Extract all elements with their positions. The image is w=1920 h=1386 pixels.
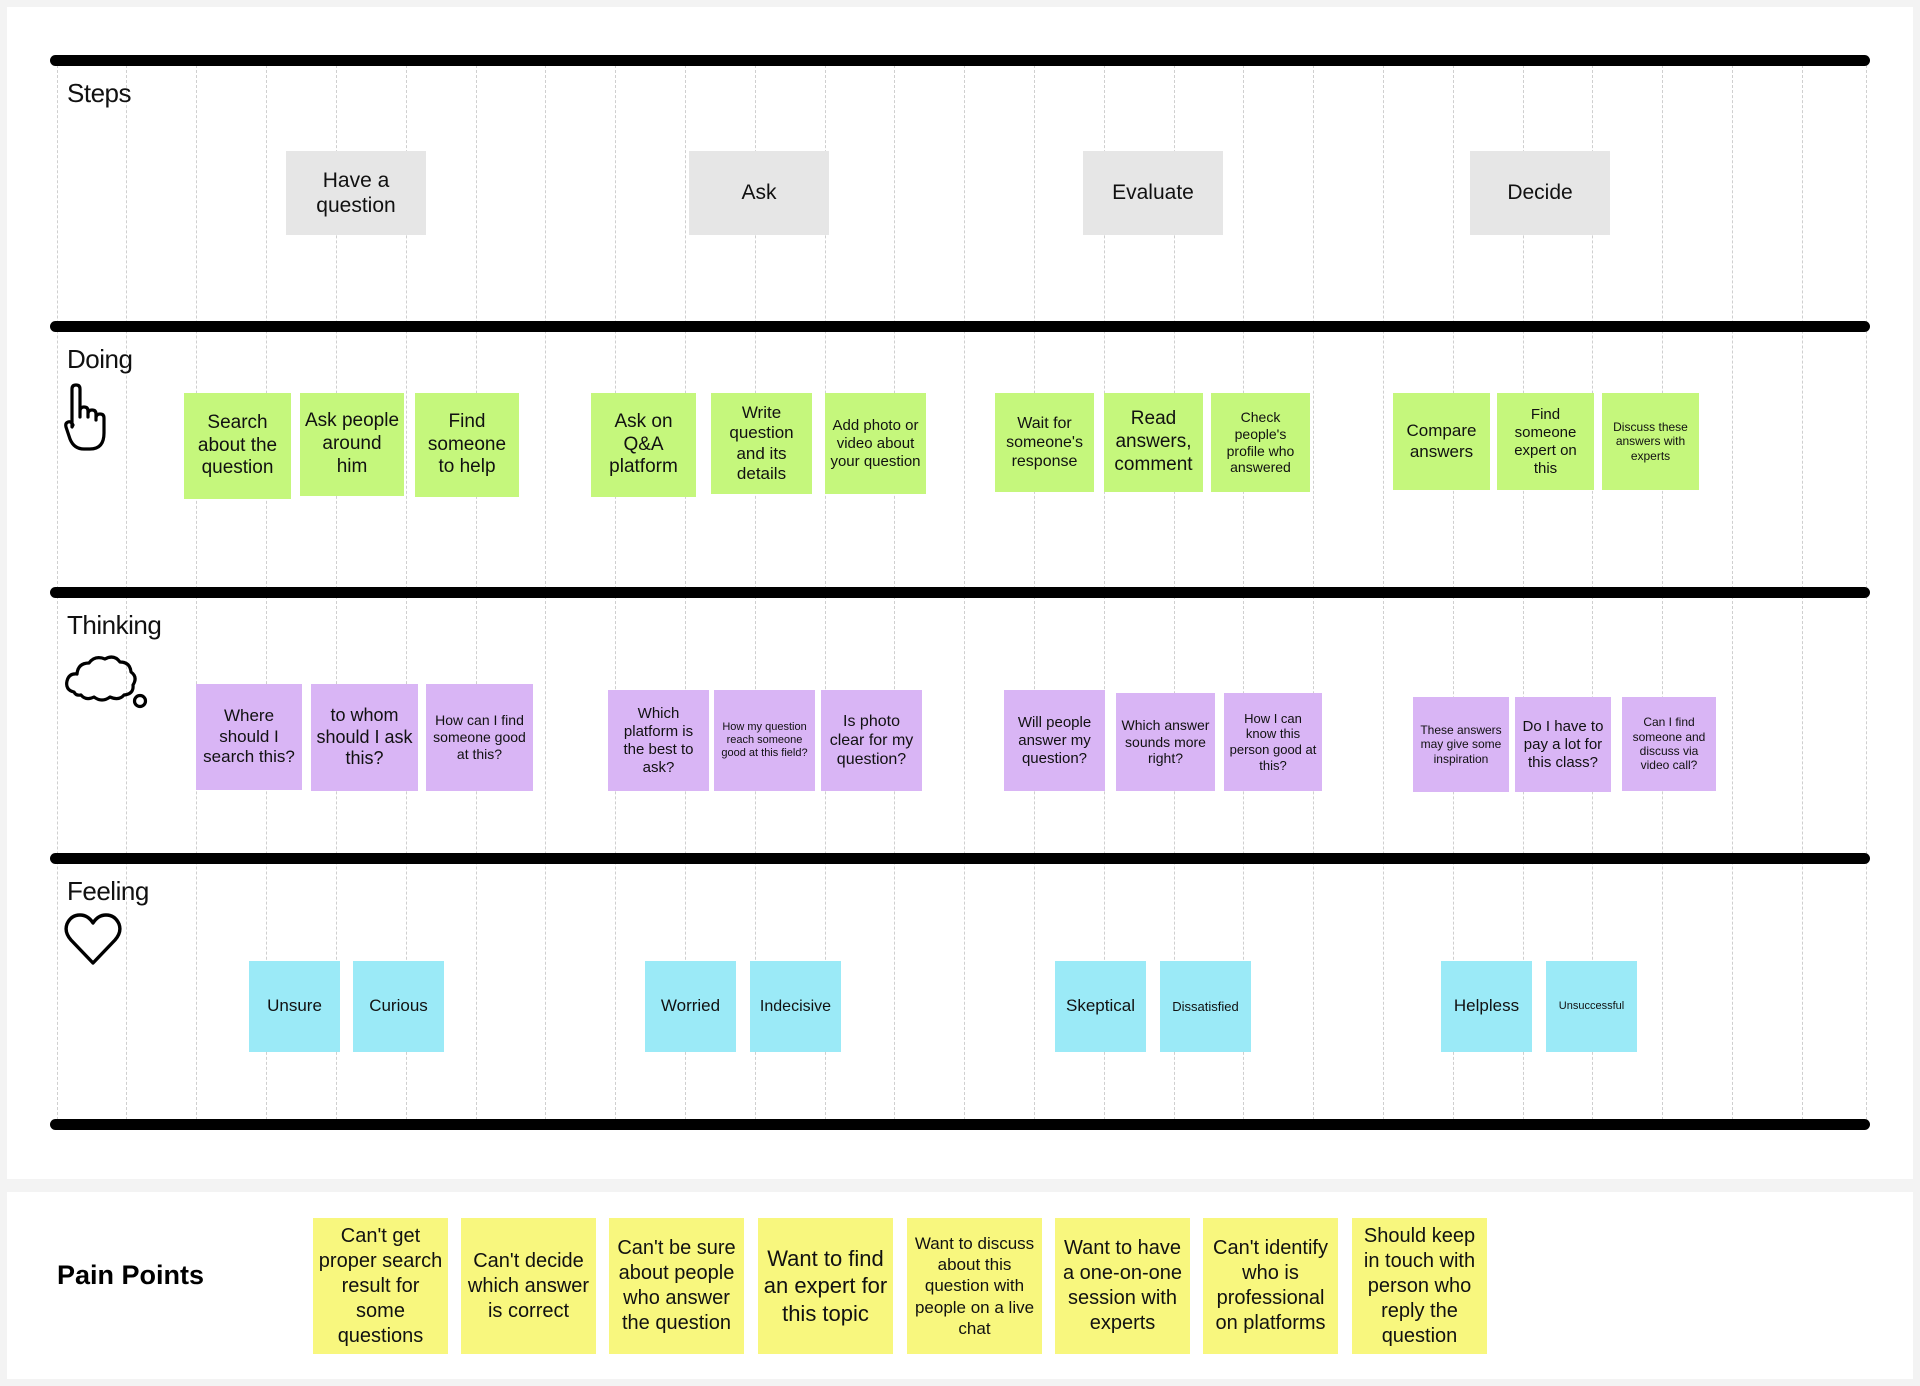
doing-note: Read answers, comment	[1104, 393, 1203, 492]
pain-point-note: Should keep in touch with person who rep…	[1352, 1218, 1487, 1354]
feeling-note: Worried	[645, 961, 736, 1052]
lane-separator	[50, 853, 1870, 864]
pointing-hand-icon	[64, 383, 112, 458]
lane-label-steps: Steps	[67, 78, 132, 108]
doing-note: Search about the question	[184, 393, 291, 499]
doing-note: Find someone to help	[415, 393, 519, 497]
pain-point-note: Can't identify who is professional on pl…	[1203, 1218, 1338, 1354]
thinking-note: Which answer sounds more right?	[1116, 693, 1215, 791]
pain-points-title: Pain Points	[57, 1260, 205, 1290]
lane-label-feeling: Feeling	[67, 876, 149, 906]
thinking-note: These answers may give some inspiration	[1413, 697, 1509, 792]
doing-note: Add photo or video about your question	[825, 393, 926, 494]
heart-icon	[64, 912, 122, 971]
doing-note: Ask on Q&A platform	[591, 393, 696, 497]
thought-cloud-icon	[64, 650, 154, 715]
doing-note: Discuss these answers with experts	[1602, 393, 1699, 490]
lane-separator	[50, 55, 1870, 66]
thinking-note: Can I find someone and discuss via video…	[1622, 697, 1716, 791]
feeling-note: Unsuccessful	[1546, 961, 1637, 1052]
doing-note: Wait for someone's response	[995, 393, 1094, 492]
feeling-note: Helpless	[1441, 961, 1532, 1052]
feeling-note: Indecisive	[750, 961, 841, 1052]
thinking-note: Will people answer my question?	[1004, 690, 1105, 791]
lane-separator	[50, 321, 1870, 332]
step-note: Decide	[1470, 151, 1610, 235]
lane-separator	[50, 1119, 1870, 1130]
feeling-note: Dissatisfied	[1160, 961, 1251, 1052]
thinking-note: to whom should I ask this?	[311, 684, 418, 791]
pain-point-note: Can't decide which answer is correct	[461, 1218, 596, 1354]
doing-note: Ask people around him	[300, 393, 404, 496]
thinking-note: Do I have to pay a lot for this class?	[1515, 697, 1611, 792]
doing-note: Find someone expert on this	[1497, 393, 1594, 490]
lane-separator	[50, 587, 1870, 598]
feeling-note: Curious	[353, 961, 444, 1052]
thinking-note: Is photo clear for my question?	[821, 690, 922, 791]
thinking-note: Where should I search this?	[196, 684, 302, 790]
thinking-note: How I can know this person good at this?	[1224, 693, 1322, 791]
pain-point-note: Want to find an expert for this topic	[758, 1218, 893, 1354]
step-note: Ask	[689, 151, 829, 235]
step-note: Evaluate	[1083, 151, 1223, 235]
lane-label-thinking: Thinking	[67, 610, 162, 640]
pain-point-note: Can't be sure about people who answer th…	[609, 1218, 744, 1354]
lane-label-doing: Doing	[67, 344, 133, 374]
doing-note: Compare answers	[1393, 393, 1490, 490]
step-note: Have a question	[286, 151, 426, 235]
thinking-note: How can I find someone good at this?	[426, 684, 533, 791]
feeling-note: Skeptical	[1055, 961, 1146, 1052]
feeling-note: Unsure	[249, 961, 340, 1052]
pain-point-note: Want to discuss about this question with…	[907, 1218, 1042, 1354]
thinking-note: How my question reach someone good at th…	[714, 690, 815, 791]
pain-point-note: Want to have a one-on-one session with e…	[1055, 1218, 1190, 1354]
pain-point-note: Can't get proper search result for some …	[313, 1218, 448, 1354]
doing-note: Write question and its details	[711, 393, 812, 494]
doing-note: Check people's profile who answered	[1211, 393, 1310, 492]
thinking-note: Which platform is the best to ask?	[608, 690, 709, 791]
